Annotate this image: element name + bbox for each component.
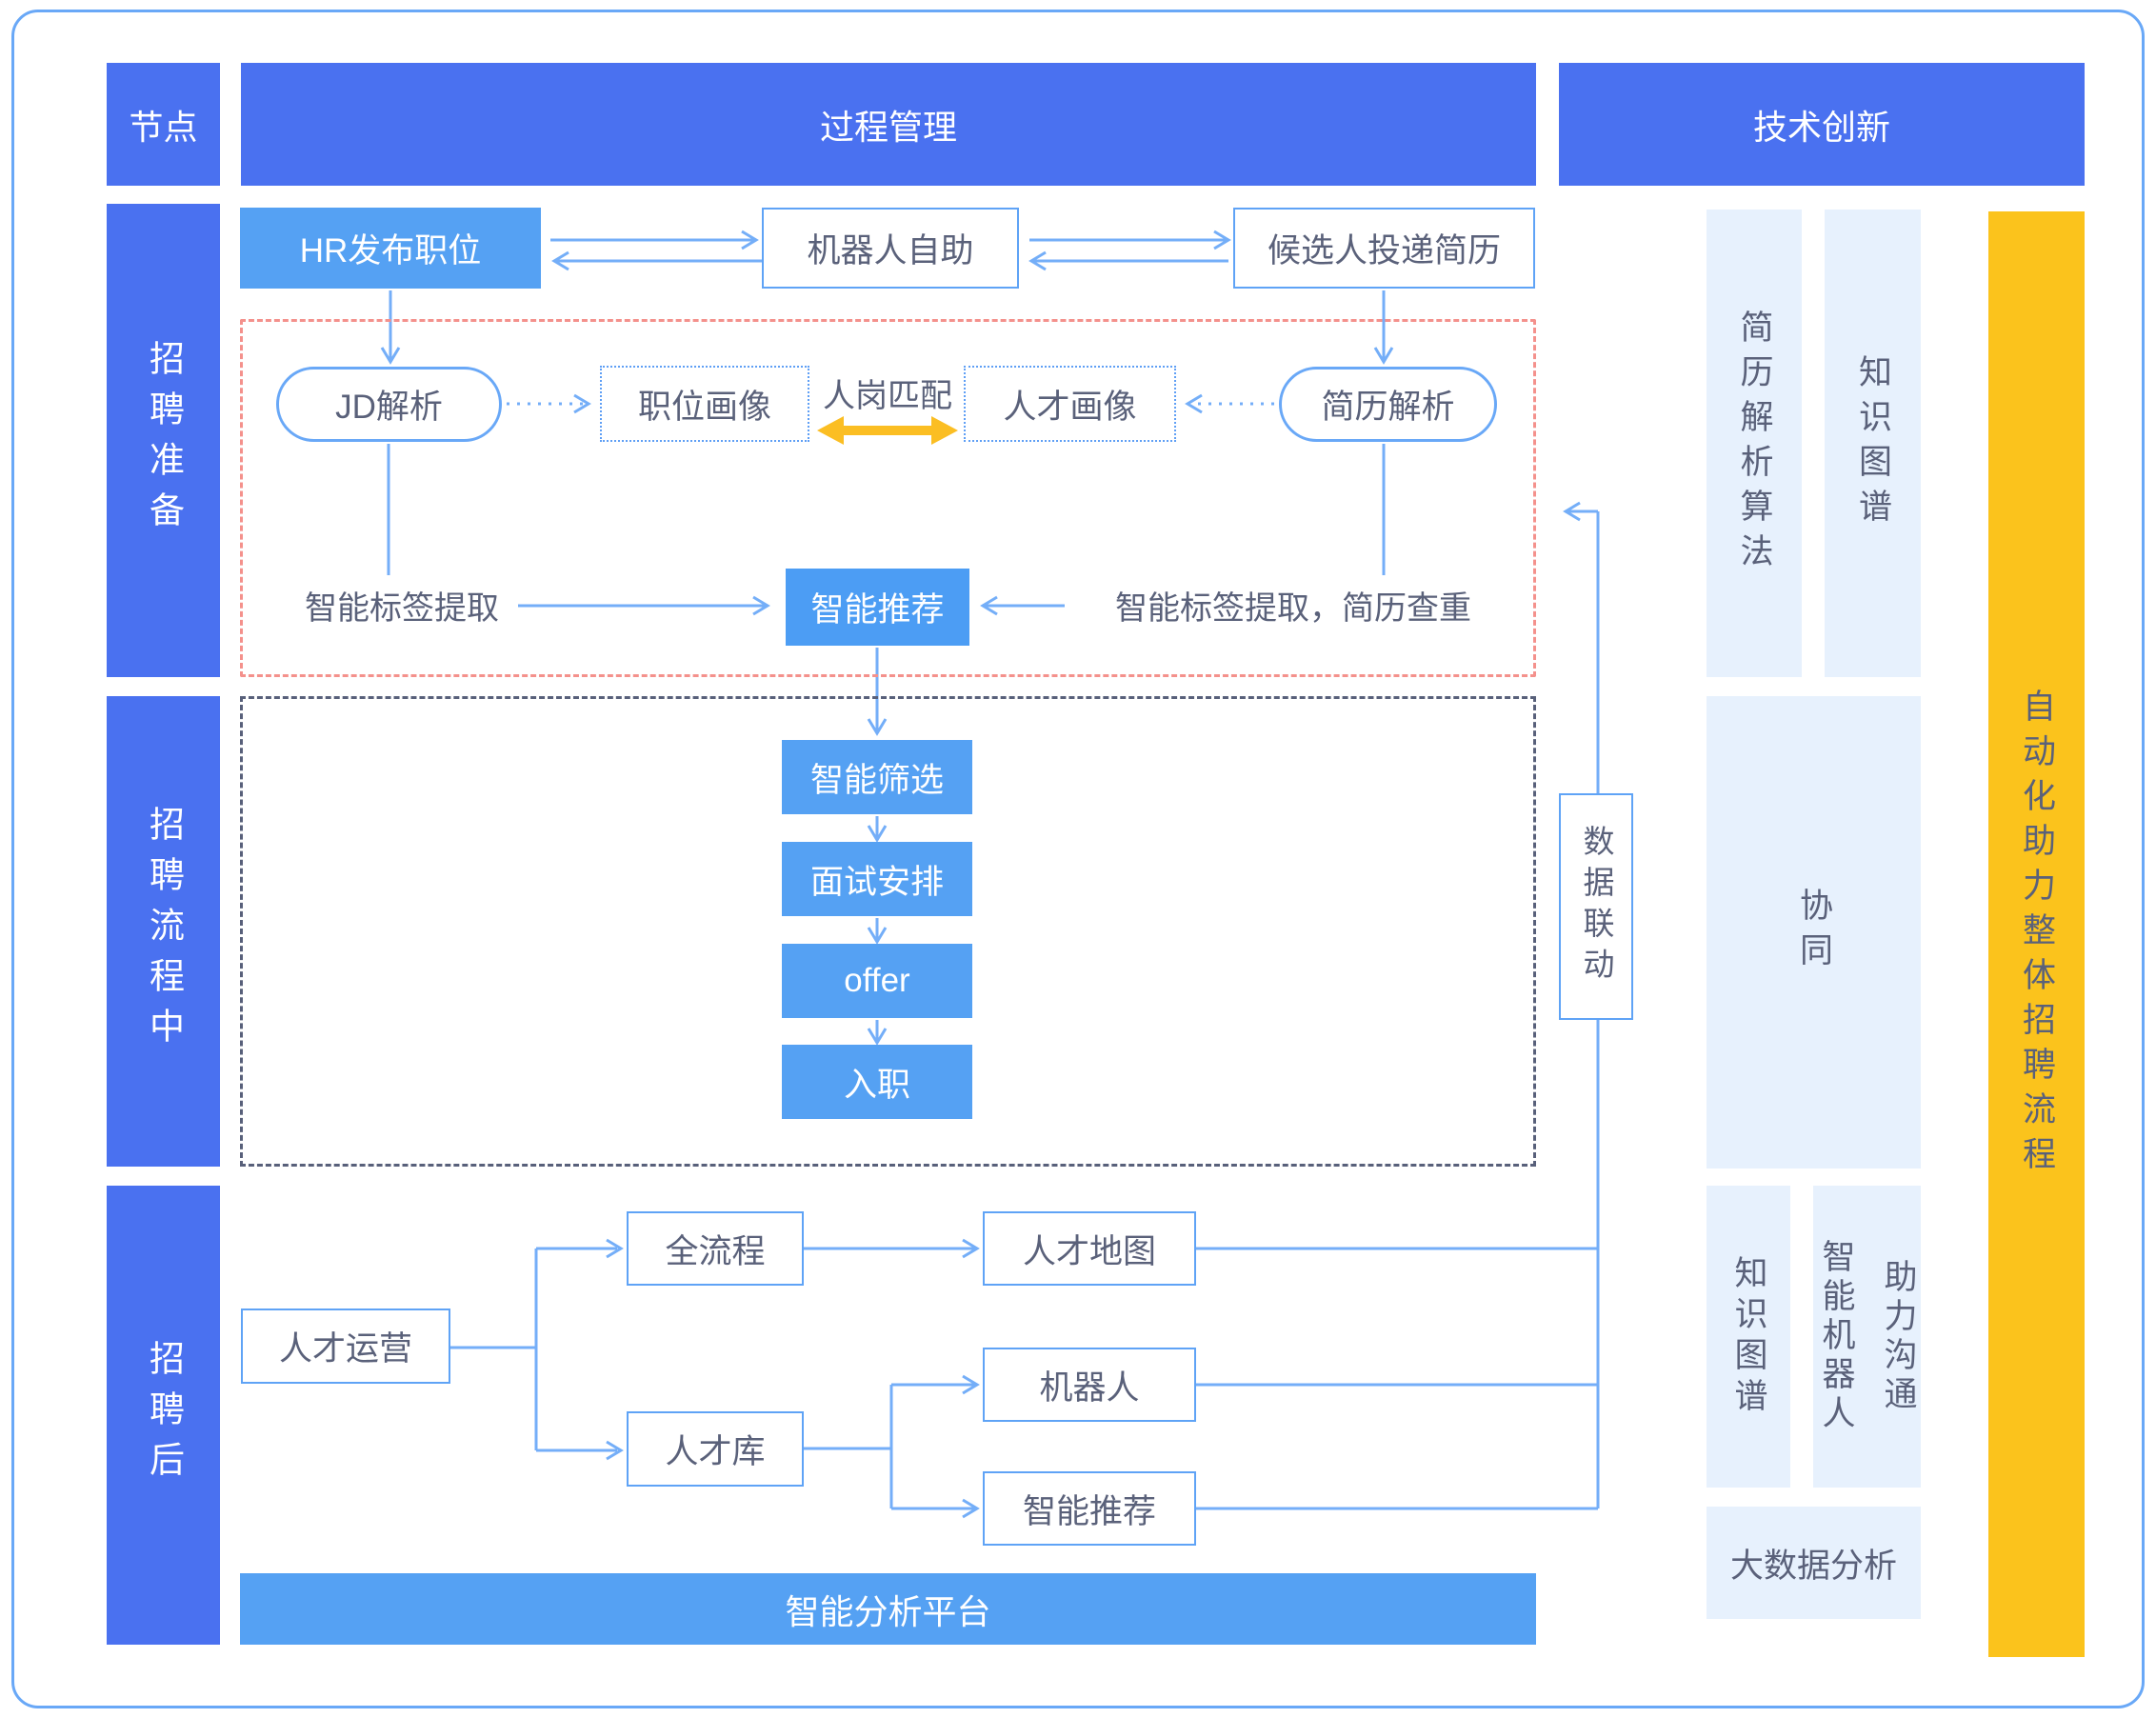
header-node-label: 节点 xyxy=(129,107,198,147)
node-offer: offer xyxy=(782,944,972,1018)
label-job-match-text: 人岗匹配 xyxy=(823,377,952,414)
node-smart-screen: 智能筛选 xyxy=(782,740,972,814)
node-smart-screen-label: 智能筛选 xyxy=(809,761,944,799)
node-talent-ops: 人才运营 xyxy=(241,1308,450,1384)
tech-smart-robot-label: 智能机器人 xyxy=(1817,1239,1855,1434)
node-jd-parse: JD解析 xyxy=(276,367,502,442)
node-hr-publish: HR发布职位 xyxy=(240,208,541,289)
tech-knowledge-graph-bottom-label: 知识图谱 xyxy=(1729,1254,1767,1419)
stage-after-label: 招聘后 xyxy=(144,1339,184,1491)
node-full-process: 全流程 xyxy=(627,1211,804,1286)
header-node: 节点 xyxy=(107,63,220,186)
zone-process-dark-dashed xyxy=(240,696,1536,1167)
outer-border xyxy=(11,10,2145,1708)
node-offer-label: offer xyxy=(844,962,910,999)
node-candidate-submit: 候选人投递简历 xyxy=(1233,208,1535,289)
node-talent-profile: 人才画像 xyxy=(964,366,1176,442)
node-robot-self-service-label: 机器人自助 xyxy=(807,232,974,270)
node-full-process-label: 全流程 xyxy=(665,1232,766,1270)
bar-analysis-platform: 智能分析平台 xyxy=(240,1573,1536,1645)
header-process-label: 过程管理 xyxy=(819,107,957,147)
node-robot-self-service: 机器人自助 xyxy=(762,208,1019,289)
header-process: 过程管理 xyxy=(241,63,1536,186)
tech-knowledge-graph-top: 知识图谱 xyxy=(1825,210,1921,677)
stage-preparation: 招聘准备 xyxy=(107,204,220,677)
node-data-link-label: 数据联动 xyxy=(1579,825,1614,989)
bar-analysis-platform-label: 智能分析平台 xyxy=(785,1591,991,1631)
node-talent-pool: 人才库 xyxy=(627,1411,804,1487)
node-talent-map: 人才地图 xyxy=(983,1211,1196,1286)
label-job-match: 人岗匹配 xyxy=(823,371,952,414)
tech-knowledge-graph-bottom: 知识图谱 xyxy=(1707,1186,1790,1488)
header-tech: 技术创新 xyxy=(1559,63,2085,186)
node-job-profile: 职位画像 xyxy=(600,366,809,442)
tech-smart-robot: 智能机器人 助力沟通 xyxy=(1813,1186,1921,1488)
tech-collaboration: 协同 xyxy=(1707,696,1921,1169)
node-talent-ops-label: 人才运营 xyxy=(278,1330,412,1368)
banner-automation: 自动化助力整体招聘流程 xyxy=(1988,211,2085,1657)
stage-after: 招聘后 xyxy=(107,1186,220,1645)
node-talent-map-label: 人才地图 xyxy=(1022,1232,1156,1270)
label-tag-extract-right: 智能标签提取，简历查重 xyxy=(1079,583,1507,627)
label-tag-extract-left: 智能标签提取 xyxy=(294,583,509,627)
label-tag-extract-right-text: 智能标签提取，简历查重 xyxy=(1115,589,1471,627)
header-tech-label: 技术创新 xyxy=(1752,107,1890,147)
zone-preparation-red-dashed xyxy=(240,319,1536,677)
node-smart-recommend-label: 智能推荐 xyxy=(810,591,945,629)
tech-assist-comm-label: 助力沟通 xyxy=(1879,1258,1917,1415)
tech-knowledge-graph-top-label: 知识图谱 xyxy=(1854,353,1891,533)
node-smart-recommend-2: 智能推荐 xyxy=(983,1471,1196,1546)
banner-automation-label: 自动化助力整体招聘流程 xyxy=(2018,688,2055,1181)
node-interview-arrange-label: 面试安排 xyxy=(809,863,944,901)
node-onboard: 入职 xyxy=(782,1045,972,1119)
node-robot: 机器人 xyxy=(983,1348,1196,1422)
stage-in-process: 招聘流程中 xyxy=(107,696,220,1167)
node-hr-publish-label: HR发布职位 xyxy=(299,232,482,270)
node-job-profile-label: 职位画像 xyxy=(637,388,771,426)
tech-collaboration-label: 协同 xyxy=(1795,888,1832,977)
node-robot-label: 机器人 xyxy=(1039,1368,1140,1407)
node-resume-parse: 简历解析 xyxy=(1279,367,1497,442)
tech-resume-parse-algo-label: 简历解析算法 xyxy=(1735,309,1773,578)
node-candidate-submit-label: 候选人投递简历 xyxy=(1267,232,1501,270)
node-interview-arrange: 面试安排 xyxy=(782,842,972,916)
stage-preparation-label: 招聘准备 xyxy=(144,339,184,542)
label-tag-extract-left-text: 智能标签提取 xyxy=(305,589,499,627)
node-smart-recommend: 智能推荐 xyxy=(786,569,969,646)
node-talent-profile-label: 人才画像 xyxy=(1003,388,1137,426)
tech-resume-parse-algo: 简历解析算法 xyxy=(1707,210,1802,677)
node-jd-parse-label: JD解析 xyxy=(335,389,443,426)
stage-in-process-label: 招聘流程中 xyxy=(144,805,184,1058)
node-onboard-label: 入职 xyxy=(843,1066,910,1104)
node-talent-pool-label: 人才库 xyxy=(665,1433,766,1470)
tech-big-data: 大数据分析 xyxy=(1707,1507,1921,1619)
tech-big-data-label: 大数据分析 xyxy=(1729,1547,1897,1585)
node-smart-recommend-2-label: 智能推荐 xyxy=(1022,1492,1156,1530)
node-data-link: 数据联动 xyxy=(1559,793,1633,1020)
node-resume-parse-label: 简历解析 xyxy=(1321,389,1455,426)
